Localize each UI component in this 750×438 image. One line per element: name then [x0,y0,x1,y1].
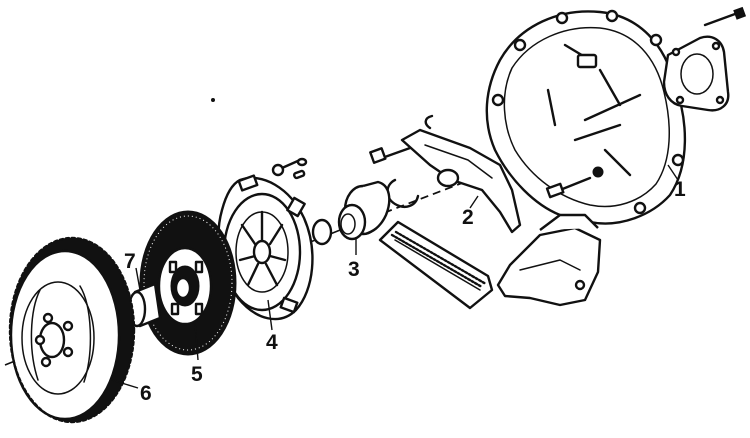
release-lever-linkage [496,213,602,307]
callout-4: 4 [266,331,278,354]
release-fork [369,114,522,234]
leader-6 [111,379,139,389]
release-bearing [271,157,391,246]
callout-7: 7 [124,250,136,273]
flywheel [8,236,136,424]
pressure-plate [217,174,314,321]
clutch-housing [485,9,689,225]
leader-4 [267,299,273,331]
callout-6: 6 [140,382,152,405]
callout-2: 2 [462,206,474,229]
leader-2 [469,195,479,209]
clutch-disc [139,210,237,356]
pilot-bushing [127,282,162,328]
leader-1 [667,164,679,181]
callout-5: 5 [191,363,203,386]
leader-5 [194,321,199,361]
stray-dot [211,98,215,102]
callout-1: 1 [674,178,686,201]
callout-3: 3 [348,258,360,281]
filter-panel [378,220,494,310]
housing-cover-plate [662,6,747,112]
leader-7 [135,267,141,291]
